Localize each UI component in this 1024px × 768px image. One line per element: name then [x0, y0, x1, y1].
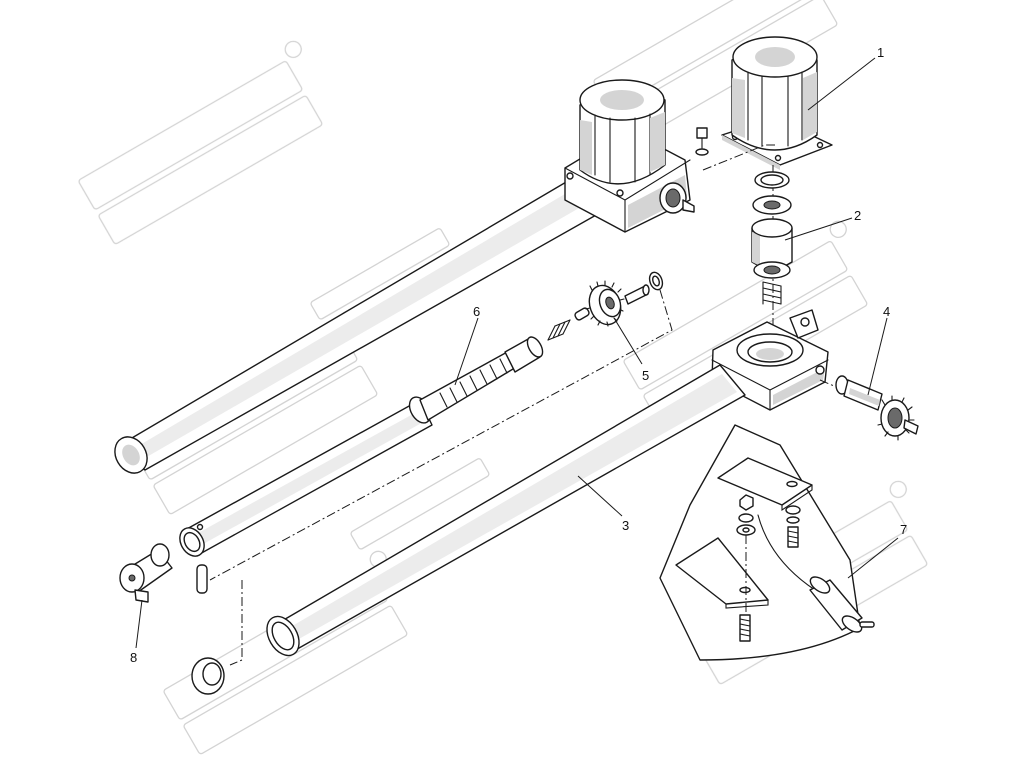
callout-4-label: 4 — [883, 304, 890, 319]
callout-2: 2 — [784, 208, 861, 241]
callout-5: 5 — [613, 317, 649, 383]
release-key-icon — [659, 182, 695, 214]
outer-tube — [266, 364, 746, 657]
callout-3-label: 3 — [622, 518, 629, 533]
circlip — [648, 271, 664, 291]
watermark-8 — [350, 458, 490, 550]
end-fitting — [119, 543, 173, 603]
bracket-kit — [659, 424, 875, 661]
motor-unit — [721, 36, 833, 170]
watermark-7 — [310, 228, 450, 320]
watermark-1 — [78, 40, 323, 245]
inner-tube — [179, 398, 433, 557]
key-pin — [574, 307, 590, 321]
seal-ring — [754, 171, 790, 189]
drive-gear — [585, 280, 625, 327]
callout-6: 6 — [454, 304, 480, 386]
callout-8-label: 8 — [130, 650, 137, 665]
callout-1-label: 1 — [877, 45, 884, 60]
spindle-part — [408, 336, 544, 424]
callout-7-label: 7 — [900, 522, 907, 537]
callout-3: 3 — [577, 475, 629, 533]
wiper-ring — [191, 657, 225, 695]
pivot-pin — [196, 564, 208, 594]
callout-6-label: 6 — [473, 304, 480, 319]
gearbox-housing — [711, 309, 829, 411]
axle-pin — [624, 284, 650, 305]
motor-bolt — [695, 127, 709, 156]
callout-1: 1 — [807, 45, 884, 111]
callout-5-label: 5 — [642, 368, 649, 383]
callout-7: 7 — [847, 522, 907, 579]
release-key-assembly — [819, 375, 919, 441]
callouts: 1 2 3 4 5 6 7 8 — [130, 45, 907, 665]
callout-2-label: 2 — [854, 208, 861, 223]
assembled-actuator — [114, 79, 695, 474]
callout-8: 8 — [130, 599, 143, 665]
coupling-part — [751, 195, 793, 305]
spring-small — [547, 319, 571, 341]
callout-4: 4 — [867, 304, 890, 396]
